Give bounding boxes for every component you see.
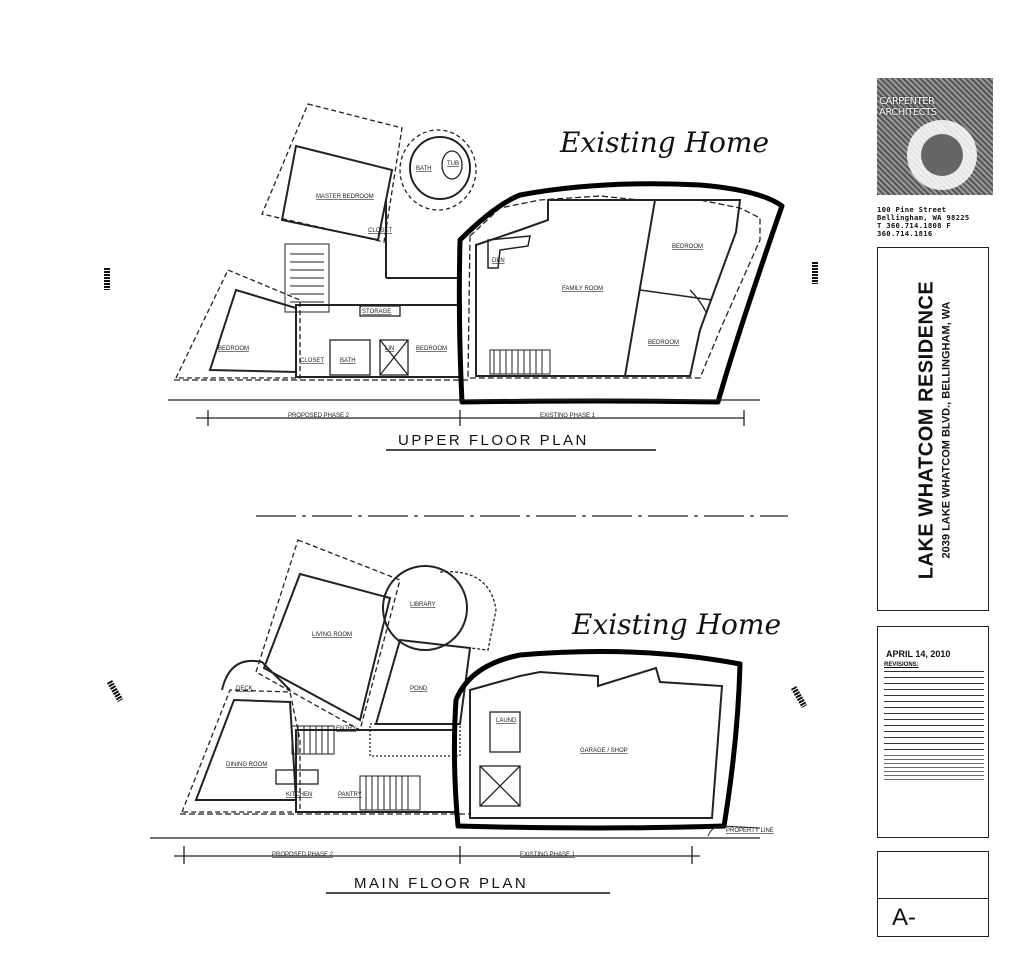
room-label-bath-2: BATH (340, 358, 356, 364)
room-label-library: LIBRARY (410, 602, 436, 608)
room-label-bedroom-ne: BEDROOM (672, 244, 703, 250)
logo-mark (921, 134, 963, 176)
room-label-bath: BATH (416, 166, 432, 172)
room-label-bedroom-w: BEDROOM (218, 346, 249, 352)
upper-room-labels: MASTER BEDROOM BATH TUB CLOSET DEN FAMIL… (218, 161, 703, 419)
upper-floor-plan (168, 103, 785, 426)
room-label-living-room: LIVING ROOM (312, 632, 352, 638)
main-floor-plan (150, 539, 761, 864)
room-label-closet: CLOSET (368, 228, 392, 234)
dim-label-existing: EXISTING PHASE 1 (540, 413, 596, 419)
firm-address: 100 Pine Street Bellingham, WA 98225 T 3… (877, 206, 995, 238)
sheet-number-box: A- (877, 851, 989, 937)
main-room-labels: LIVING ROOM LIBRARY DECK POND ENTRY LAUN… (226, 602, 774, 858)
dim-label-proposed: PROPOSED PHASE 2 (288, 413, 350, 419)
upper-floor-plan-title: UPPER FLOOR PLAN (398, 432, 589, 449)
dim-label-existing-main: EXISTING PHASE 1 (520, 852, 576, 858)
room-label-laund: LAUND (496, 718, 517, 724)
main-existing-home-annotation: Existing Home (571, 608, 781, 641)
room-label-storage: STORAGE (362, 309, 391, 315)
issue-date: APRIL 14, 2010 (886, 649, 951, 659)
project-address: 2039 LAKE WHATCOM BLVD., BELLINGHAM, WA (940, 301, 953, 559)
room-label-entry: ENTRY (336, 726, 356, 732)
date-revisions-box: APRIL 14, 2010 REVISIONS: (877, 626, 989, 838)
revisions-label: REVISIONS: (884, 662, 919, 668)
copyright-notice (884, 755, 984, 781)
binder-mark (104, 268, 110, 290)
room-label-den: DEN (492, 258, 505, 264)
address-line-1: 100 Pine Street (877, 205, 947, 214)
room-label-master-bedroom: MASTER BEDROOM (316, 194, 374, 200)
room-label-property-line: PROPERTY LINE (726, 828, 774, 834)
room-label-dining-room: DINING ROOM (226, 762, 267, 768)
room-label-family-room: FAMILY ROOM (562, 286, 603, 292)
room-label-pond: POND (410, 686, 428, 692)
room-label-pantry: PANTRY (338, 792, 362, 798)
address-line-3: T 360.714.1808 F 360.714.1816 (877, 221, 952, 238)
dim-label-proposed-main: PROPOSED PHASE 2 (272, 852, 334, 858)
project-name: LAKE WHATCOM RESIDENCE (915, 280, 938, 580)
room-label-bedroom-se: BEDROOM (648, 340, 679, 346)
room-label-closet-2: CLOSET (300, 358, 324, 364)
binder-mark (812, 262, 818, 284)
main-floor-plan-title: MAIN FLOOR PLAN (354, 875, 528, 892)
room-label-tub: TUB (447, 161, 459, 167)
room-label-bedroom-mid: BEDROOM (416, 346, 447, 352)
room-label-garage: GARAGE / SHOP (580, 748, 628, 754)
revision-lines (884, 671, 984, 755)
room-label-deck: DECK (236, 686, 253, 692)
firm-name: CARPENTER ARCHITECTS (879, 96, 937, 118)
address-line-2: Bellingham, WA 98225 (877, 213, 970, 222)
sheet-number: A- (892, 904, 916, 931)
room-label-kitchen: KITCHEN (286, 792, 312, 798)
firm-logo: CARPENTER ARCHITECTS (877, 78, 993, 195)
upper-existing-home-annotation: Existing Home (559, 126, 769, 159)
room-label-linen: LIN (385, 346, 394, 352)
project-title-box: LAKE WHATCOM RESIDENCE 2039 LAKE WHATCOM… (877, 247, 989, 611)
